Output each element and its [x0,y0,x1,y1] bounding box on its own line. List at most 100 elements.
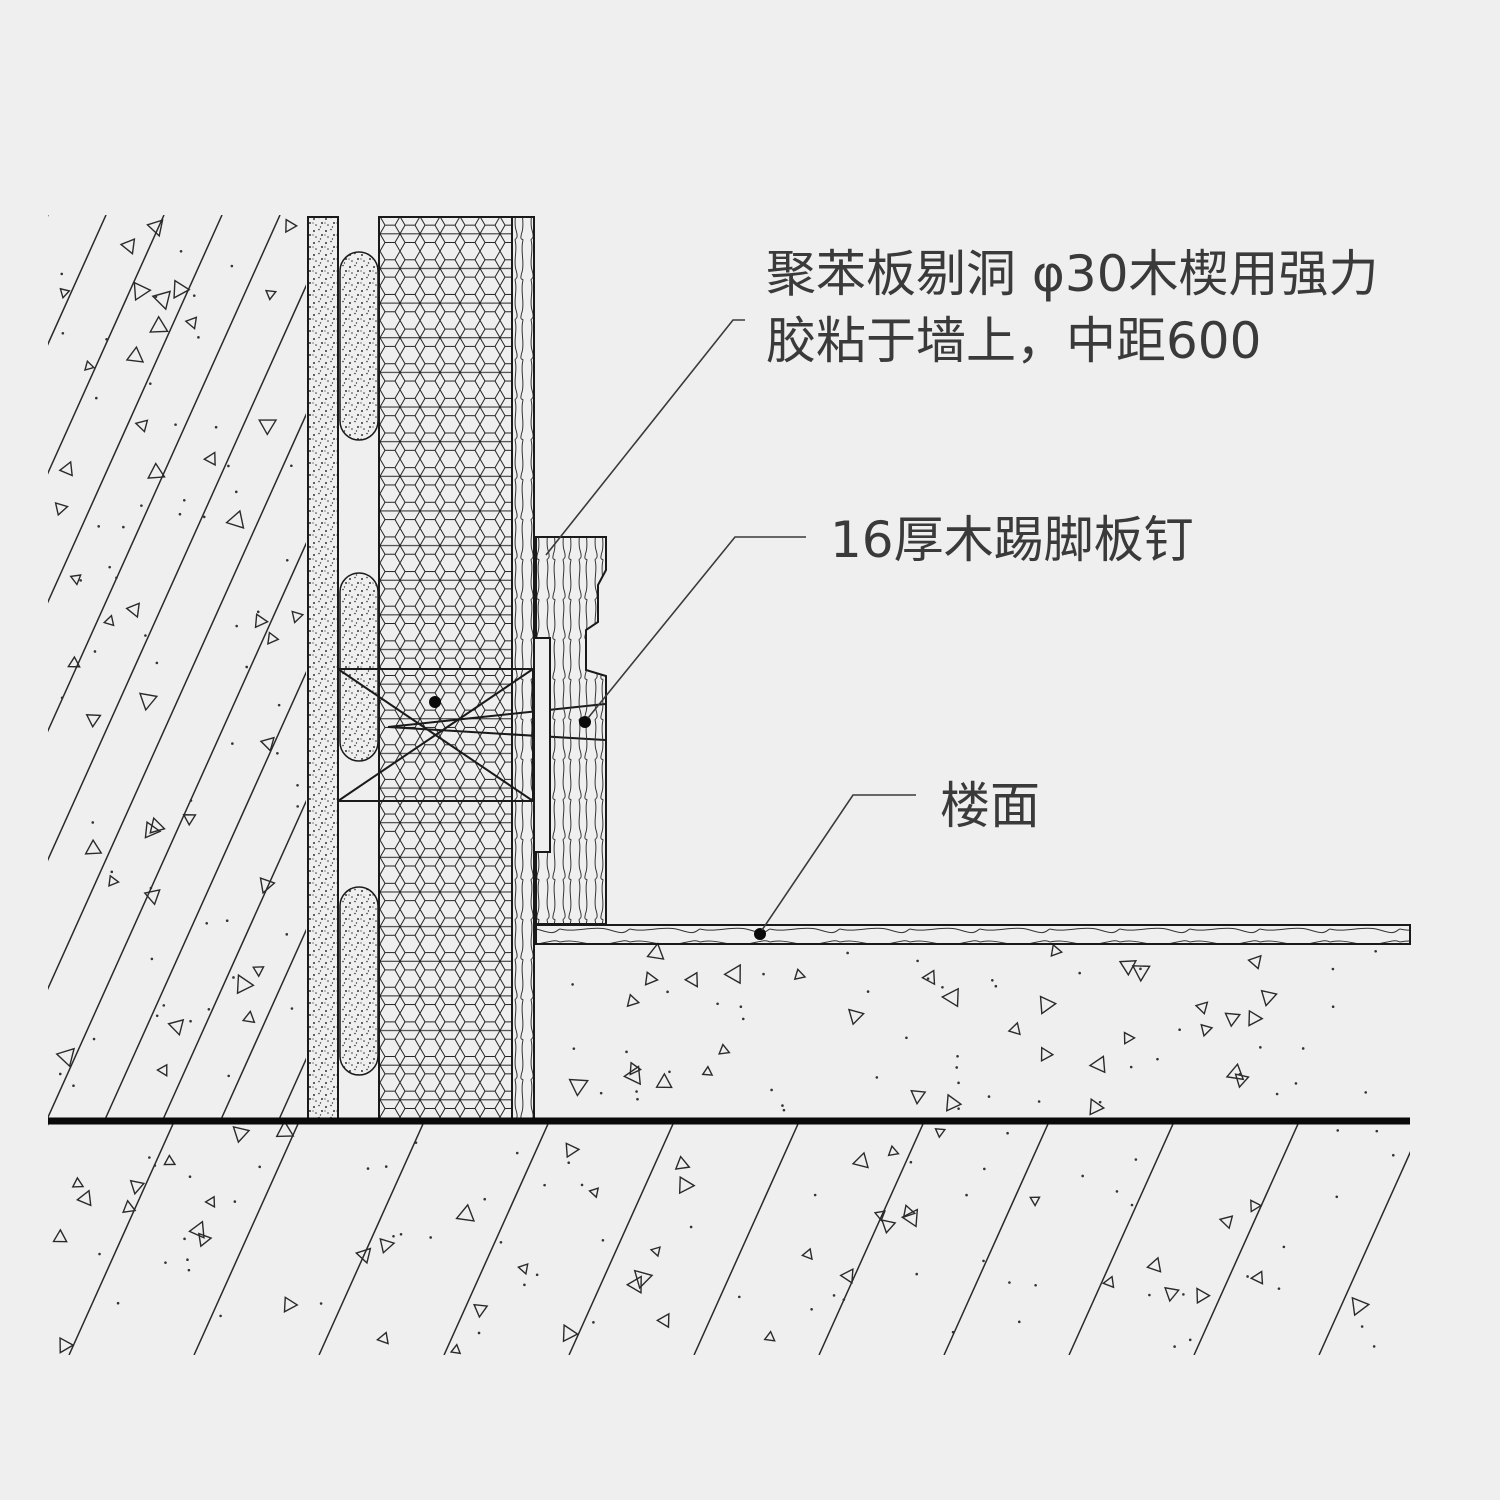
triangle-aggregate-icon [1196,1287,1211,1305]
triangle-aggregate-icon [259,876,276,895]
triangle-aggregate-icon [1247,954,1262,970]
triangle-aggregate-icon [701,1065,714,1076]
triangle-aggregate-icon [1029,1196,1041,1207]
triangle-aggregate-icon [1218,1215,1234,1230]
triangle-aggregate-icon [1050,943,1064,957]
triangle-aggregate-icon [144,820,162,839]
triangle-aggregate-icon [188,1220,205,1239]
triangle-aggregate-icon [182,814,197,827]
triangle-aggregate-icon [84,838,103,855]
triangle-aggregate-icon [146,219,164,238]
triangle-aggregate-icon [259,736,275,753]
triangle-aggregate-icon [1351,1296,1371,1317]
triangle-aggregate-icon [1194,1001,1209,1016]
triangle-aggregate-icon [1260,989,1278,1008]
triangle-aggregate-icon [85,714,102,729]
triangle-aggregate-icon [83,359,96,372]
triangle-aggregate-icon [252,966,265,978]
triangle-aggregate-icon [847,1008,865,1026]
triangle-aggregate-icon [254,613,270,629]
triangle-aggregate-icon [655,1072,673,1089]
triangle-aggregate-icon [1200,1023,1214,1038]
triangle-aggregate-icon [167,1018,185,1037]
triangle-aggregate-icon [683,971,699,988]
triangle-aggregate-icon [138,692,159,712]
annotation-wood-wedge-line1: 聚苯板剔洞 φ30木楔用强力 [766,245,1379,303]
adhesive-dabs [339,251,379,1076]
triangle-aggregate-icon [173,279,191,300]
triangle-aggregate-icon [793,968,807,981]
triangle-aggregate-icon [449,1343,462,1355]
annotation-skirting: 16厚木踢脚板钉 [830,511,1194,569]
triangle-aggregate-icon [622,1065,642,1086]
triangle-aggregate-icon [1123,1031,1136,1045]
triangle-aggregate-icon [800,1247,813,1261]
triangle-aggregate-icon [125,602,141,619]
triangle-aggregate-icon [629,1061,642,1076]
triangle-aggregate-icon [723,963,741,985]
triangle-aggregate-icon [1039,995,1058,1015]
triangle-aggregate-icon [644,970,659,986]
nail-dot-icon [754,928,766,940]
leader-line-floor [761,794,916,931]
triangle-aggregate-icon [133,281,152,302]
triangle-aggregate-icon [283,1296,299,1313]
triangle-aggregate-icon [1088,1055,1106,1074]
triangle-aggregate-icon [75,1189,92,1207]
triangle-aggregate-icon [184,316,198,330]
triangle-aggregate-icon [69,574,82,586]
triangle-aggregate-icon [1164,1286,1180,1303]
leader-line-wood-wedge [545,319,745,556]
triangle-aggregate-icon [147,462,166,479]
triangle-aggregate-icon [568,1078,589,1097]
triangle-aggregate-icon [472,1303,489,1319]
triangle-aggregate-icon [354,1247,372,1265]
triangle-aggregate-icon [204,1195,216,1209]
triangle-aggregate-icon [102,614,115,627]
triangle-aggregate-icon [236,973,255,995]
triangle-aggregate-icon [1089,1097,1106,1116]
triangle-aggregate-icon [197,1232,213,1248]
triangle-aggregate-icon [851,1151,869,1169]
triangle-aggregate-icon [1146,1256,1162,1273]
triangle-aggregate-icon [1007,1021,1021,1036]
triangle-aggregate-icon [54,501,69,517]
triangle-aggregate-icon [562,1323,579,1343]
floor-screed [568,942,1377,1116]
triangle-aggregate-icon [945,1093,963,1112]
triangle-aggregate-icon [880,1219,897,1235]
triangle-aggregate-icon [1040,1046,1055,1062]
plaster-layer [307,216,339,1120]
triangle-aggregate-icon [626,993,641,1008]
triangle-aggregate-icon [940,987,959,1008]
annotation-wood-wedge-line2: 胶粘于墙上，中距600 [766,312,1261,370]
nail-dot-icon [579,716,591,728]
triangle-aggregate-icon [291,610,305,624]
triangle-aggregate-icon [285,218,299,234]
triangle-aggregate-icon [1131,965,1151,983]
floor-slab [48,1124,1410,1355]
triangle-aggregate-icon [455,1203,476,1222]
triangle-aggregate-icon [148,315,169,333]
floor-wood-strip [535,924,1411,945]
triangle-aggregate-icon [674,1155,691,1170]
triangle-aggregate-icon [1249,1270,1264,1285]
triangle-aggregate-icon [129,1179,146,1196]
triangle-aggregate-icon [163,1154,177,1166]
concrete-aggregate-wall [54,218,305,1088]
triangle-aggregate-icon [1234,1073,1250,1089]
triangle-aggregate-icon [379,1237,396,1255]
triangle-aggregate-icon [375,1331,389,1345]
triangle-aggregate-icon [839,1267,854,1285]
triangle-aggregate-icon [1118,960,1138,977]
triangle-aggregate-icon [267,631,280,645]
triangle-aggregate-icon [1101,1275,1115,1289]
triangle-aggregate-icon [718,1043,731,1055]
triangle-aggregate-icon [1248,1009,1264,1027]
triangle-aggregate-icon [646,942,665,960]
triangle-aggregate-icon [119,238,136,256]
triangle-aggregate-icon [71,1176,85,1188]
triangle-aggregate-icon [241,1010,256,1024]
triangle-aggregate-icon [633,1269,654,1290]
